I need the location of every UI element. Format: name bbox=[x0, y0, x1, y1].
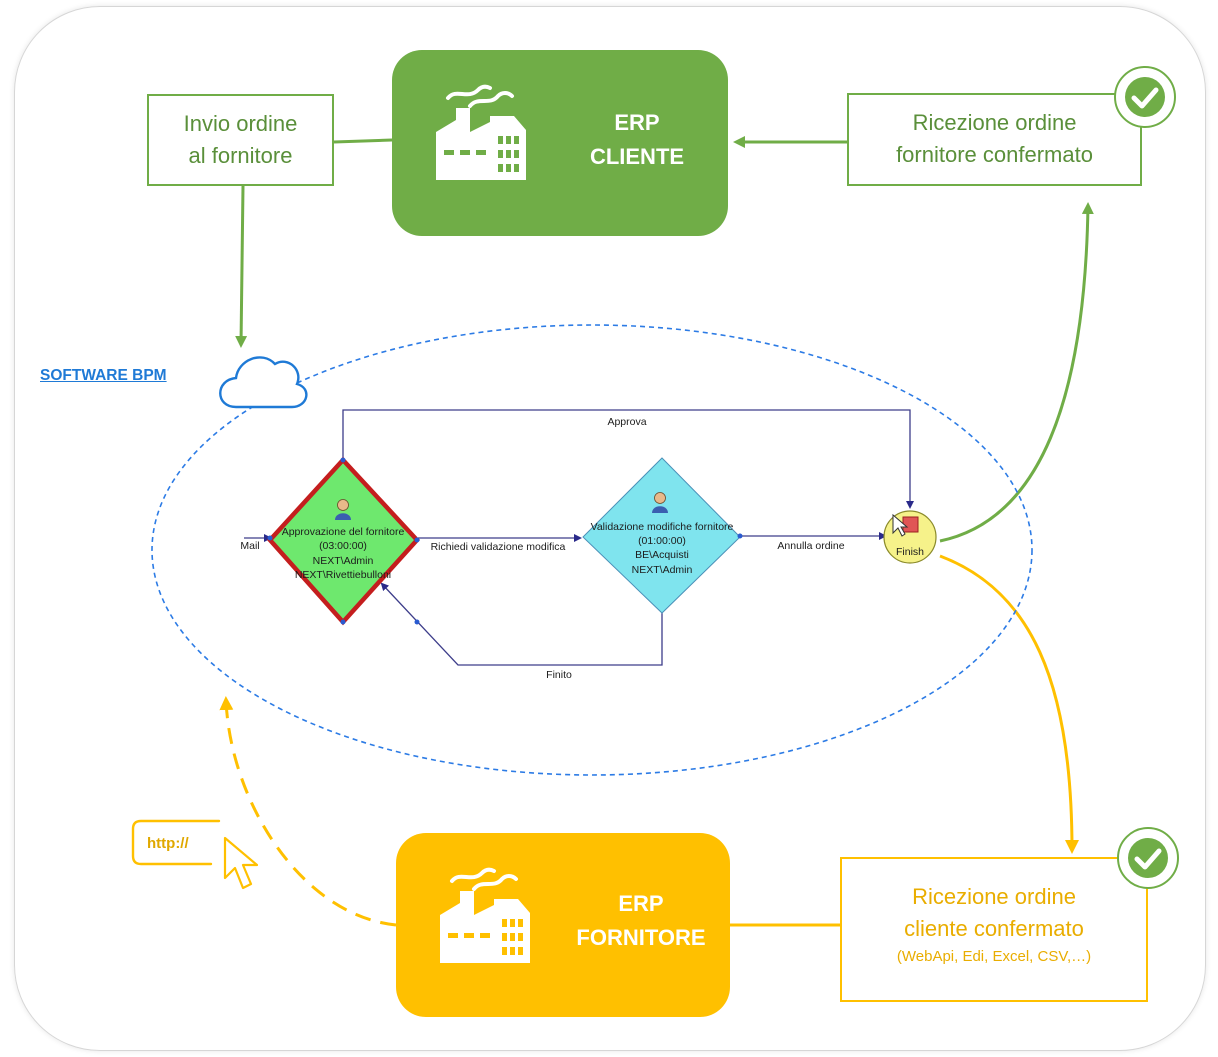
bpm-ellipse bbox=[151, 324, 1033, 776]
arrow-finish-to-fornitore bbox=[939, 554, 1079, 854]
stop-icon bbox=[902, 516, 919, 533]
node2-line4: NEXT\Admin bbox=[632, 564, 693, 576]
check-icon bbox=[1114, 66, 1176, 128]
ricezione-cliente-line2: fornitore confermato bbox=[896, 142, 1093, 167]
check-icon bbox=[1117, 827, 1179, 889]
erp-cliente-line2: CLIENTE bbox=[589, 144, 685, 169]
edge-annulla-label: Annulla ordine bbox=[777, 540, 844, 552]
edge-richiedi-label: Richiedi validazione modifica bbox=[431, 541, 566, 553]
edge-approva-label: Approva bbox=[607, 416, 646, 428]
node1-line3: NEXT\Admin bbox=[313, 555, 374, 567]
node2-line2: (01:00:00) bbox=[638, 535, 686, 547]
formats-label: (WebApi, Edi, Excel, CSV,…) bbox=[896, 948, 1092, 965]
start-label: Mail bbox=[240, 540, 259, 552]
arrow-to-bpm bbox=[235, 185, 248, 348]
ricezione-cliente-line1: Ricezione ordine bbox=[912, 110, 1077, 135]
ricezione-fornitore-box: Ricezione ordine cliente confermato (Web… bbox=[840, 857, 1148, 1002]
erp-fornitore-block: ERP FORNITORE bbox=[396, 833, 730, 1017]
finish-label: Finish bbox=[896, 546, 924, 558]
mouse-pointer-icon bbox=[223, 836, 259, 890]
erp-fornitore-title: ERP FORNITORE bbox=[556, 887, 726, 955]
link-invio-erp bbox=[333, 138, 393, 144]
ricezione-fornitore-line1: Ricezione ordine bbox=[912, 884, 1076, 909]
edge-finito bbox=[380, 582, 663, 666]
outer-frame bbox=[14, 6, 1206, 1051]
invio-line1: Invio ordine bbox=[183, 111, 298, 136]
node1-line1: Approvazione del fornitore bbox=[282, 526, 405, 538]
http-label: http:// bbox=[147, 835, 189, 852]
cloud-icon bbox=[219, 356, 308, 409]
ricezione-fornitore-line2: cliente confermato bbox=[904, 916, 1084, 941]
factory-icon bbox=[436, 84, 526, 180]
cursor-icon bbox=[892, 513, 909, 537]
node1-line4: NEXT\Rivettiebulloni bbox=[295, 569, 391, 581]
erp-fornitore-line1: ERP bbox=[618, 891, 664, 916]
edge-approva bbox=[342, 409, 914, 509]
invio-line2: al fornitore bbox=[188, 143, 293, 168]
erp-fornitore-line2: FORNITORE bbox=[576, 925, 706, 950]
node1-line2: (03:00:00) bbox=[319, 540, 367, 552]
user-icon bbox=[652, 492, 668, 513]
user-icon bbox=[335, 499, 351, 520]
validazione-node bbox=[582, 457, 741, 614]
ricezione-cliente-box: Ricezione ordine fornitore confermato bbox=[847, 93, 1142, 186]
arrow-finish-to-cliente bbox=[939, 202, 1094, 543]
erp-cliente-line1: ERP bbox=[614, 110, 660, 135]
edge-finito-label: Finito bbox=[546, 669, 572, 681]
factory-icon bbox=[440, 867, 530, 963]
arrow-dashed-to-bpm bbox=[219, 696, 397, 927]
http-badge: http:// bbox=[131, 819, 221, 866]
workflow: Approva Richiedi validazione modifica An… bbox=[240, 409, 937, 681]
erp-cliente-title: ERP CLIENTE bbox=[572, 106, 702, 174]
erp-cliente-block: ERP CLIENTE bbox=[392, 50, 728, 236]
invio-ordine-box: Invio ordine al fornitore bbox=[147, 94, 334, 186]
node2-line1: Validazione modifiche fornitore bbox=[591, 521, 734, 533]
software-bpm-link[interactable]: SOFTWARE BPM bbox=[40, 367, 167, 384]
node2-line3: BE\Acquisti bbox=[635, 549, 689, 561]
